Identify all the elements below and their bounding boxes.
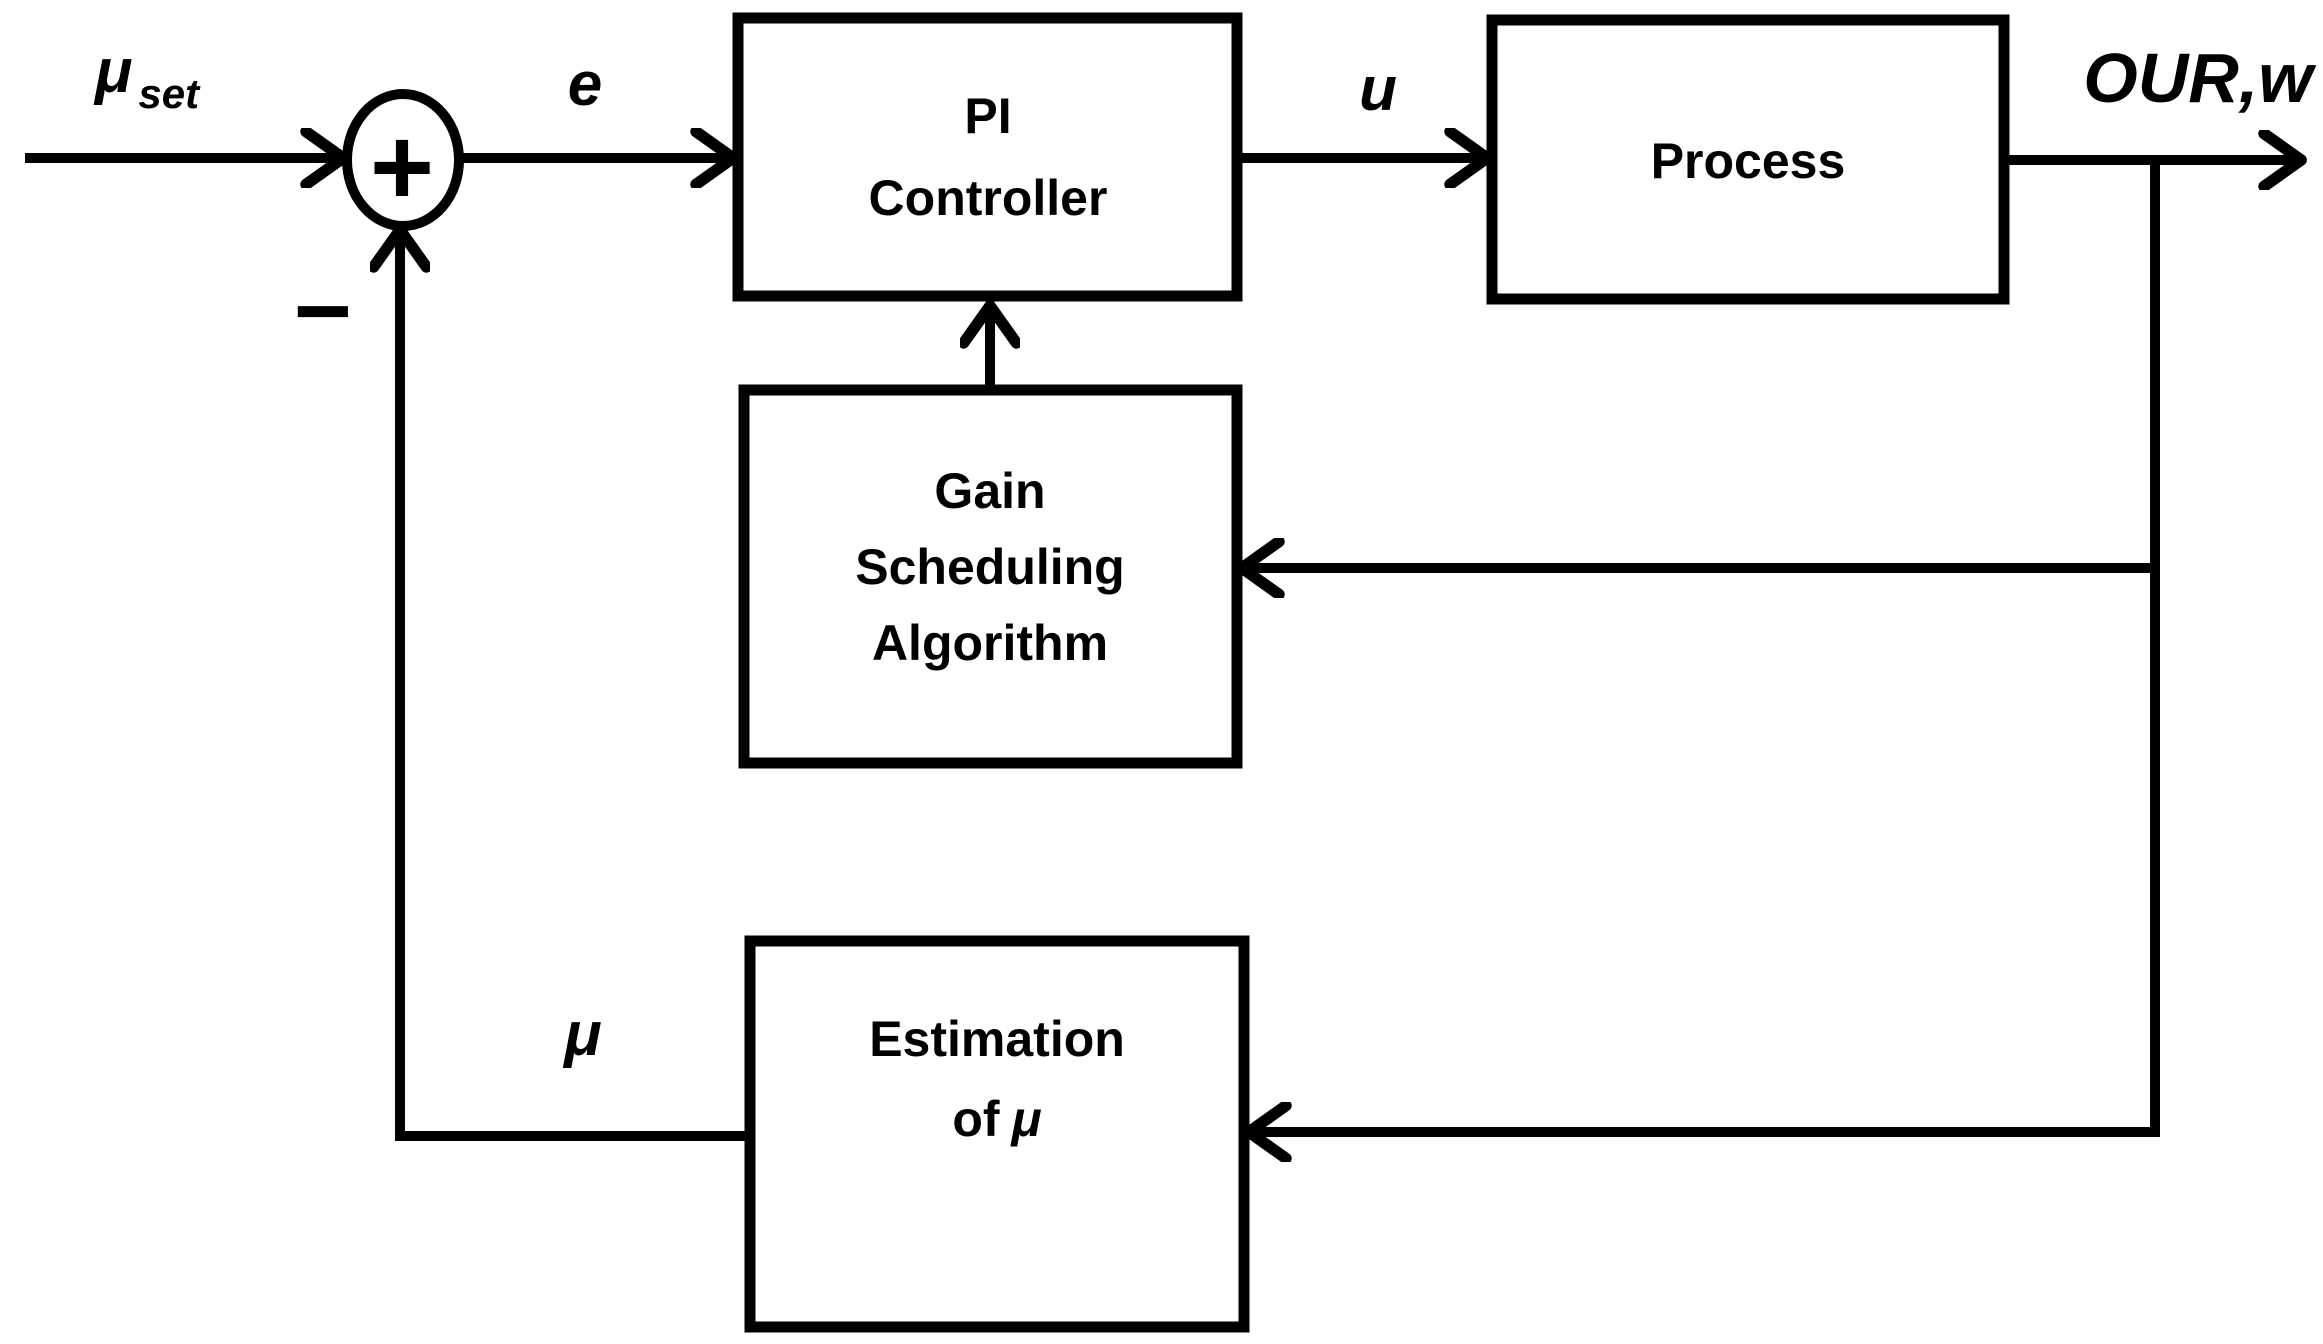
control-input-label: u [1359, 55, 1397, 124]
output-label: OUR,w [2083, 39, 2317, 117]
pi-controller-label-line2: Controller [869, 170, 1108, 226]
estimated-mu-label: μ [562, 1000, 601, 1069]
gain-scheduling-label-line3: Algorithm [872, 615, 1108, 671]
gain-scheduling-label-line1: Gain [934, 463, 1045, 519]
process-block [1486, 14, 2010, 305]
gain-scheduling-block [738, 384, 1243, 769]
connector-lines [25, 158, 2297, 1136]
minus-sign: − [294, 255, 352, 367]
estimation-block [744, 935, 1250, 1333]
gain-scheduling-label-line2: Scheduling [855, 539, 1124, 595]
error-label: e [568, 50, 602, 119]
pi-controller-label-line1: PI [964, 88, 1011, 144]
process-label: Process [1651, 133, 1846, 189]
estimation-label-line1: Estimation [869, 1011, 1125, 1067]
summing-junction [342, 89, 464, 231]
output-branch-to-estimation-arrow [1253, 158, 2160, 1132]
blocks [342, 12, 2010, 1333]
pi-controller-block [732, 12, 1243, 302]
mu-feedback-to-sum-arrow [400, 234, 750, 1141]
plus-sign: + [370, 106, 434, 229]
